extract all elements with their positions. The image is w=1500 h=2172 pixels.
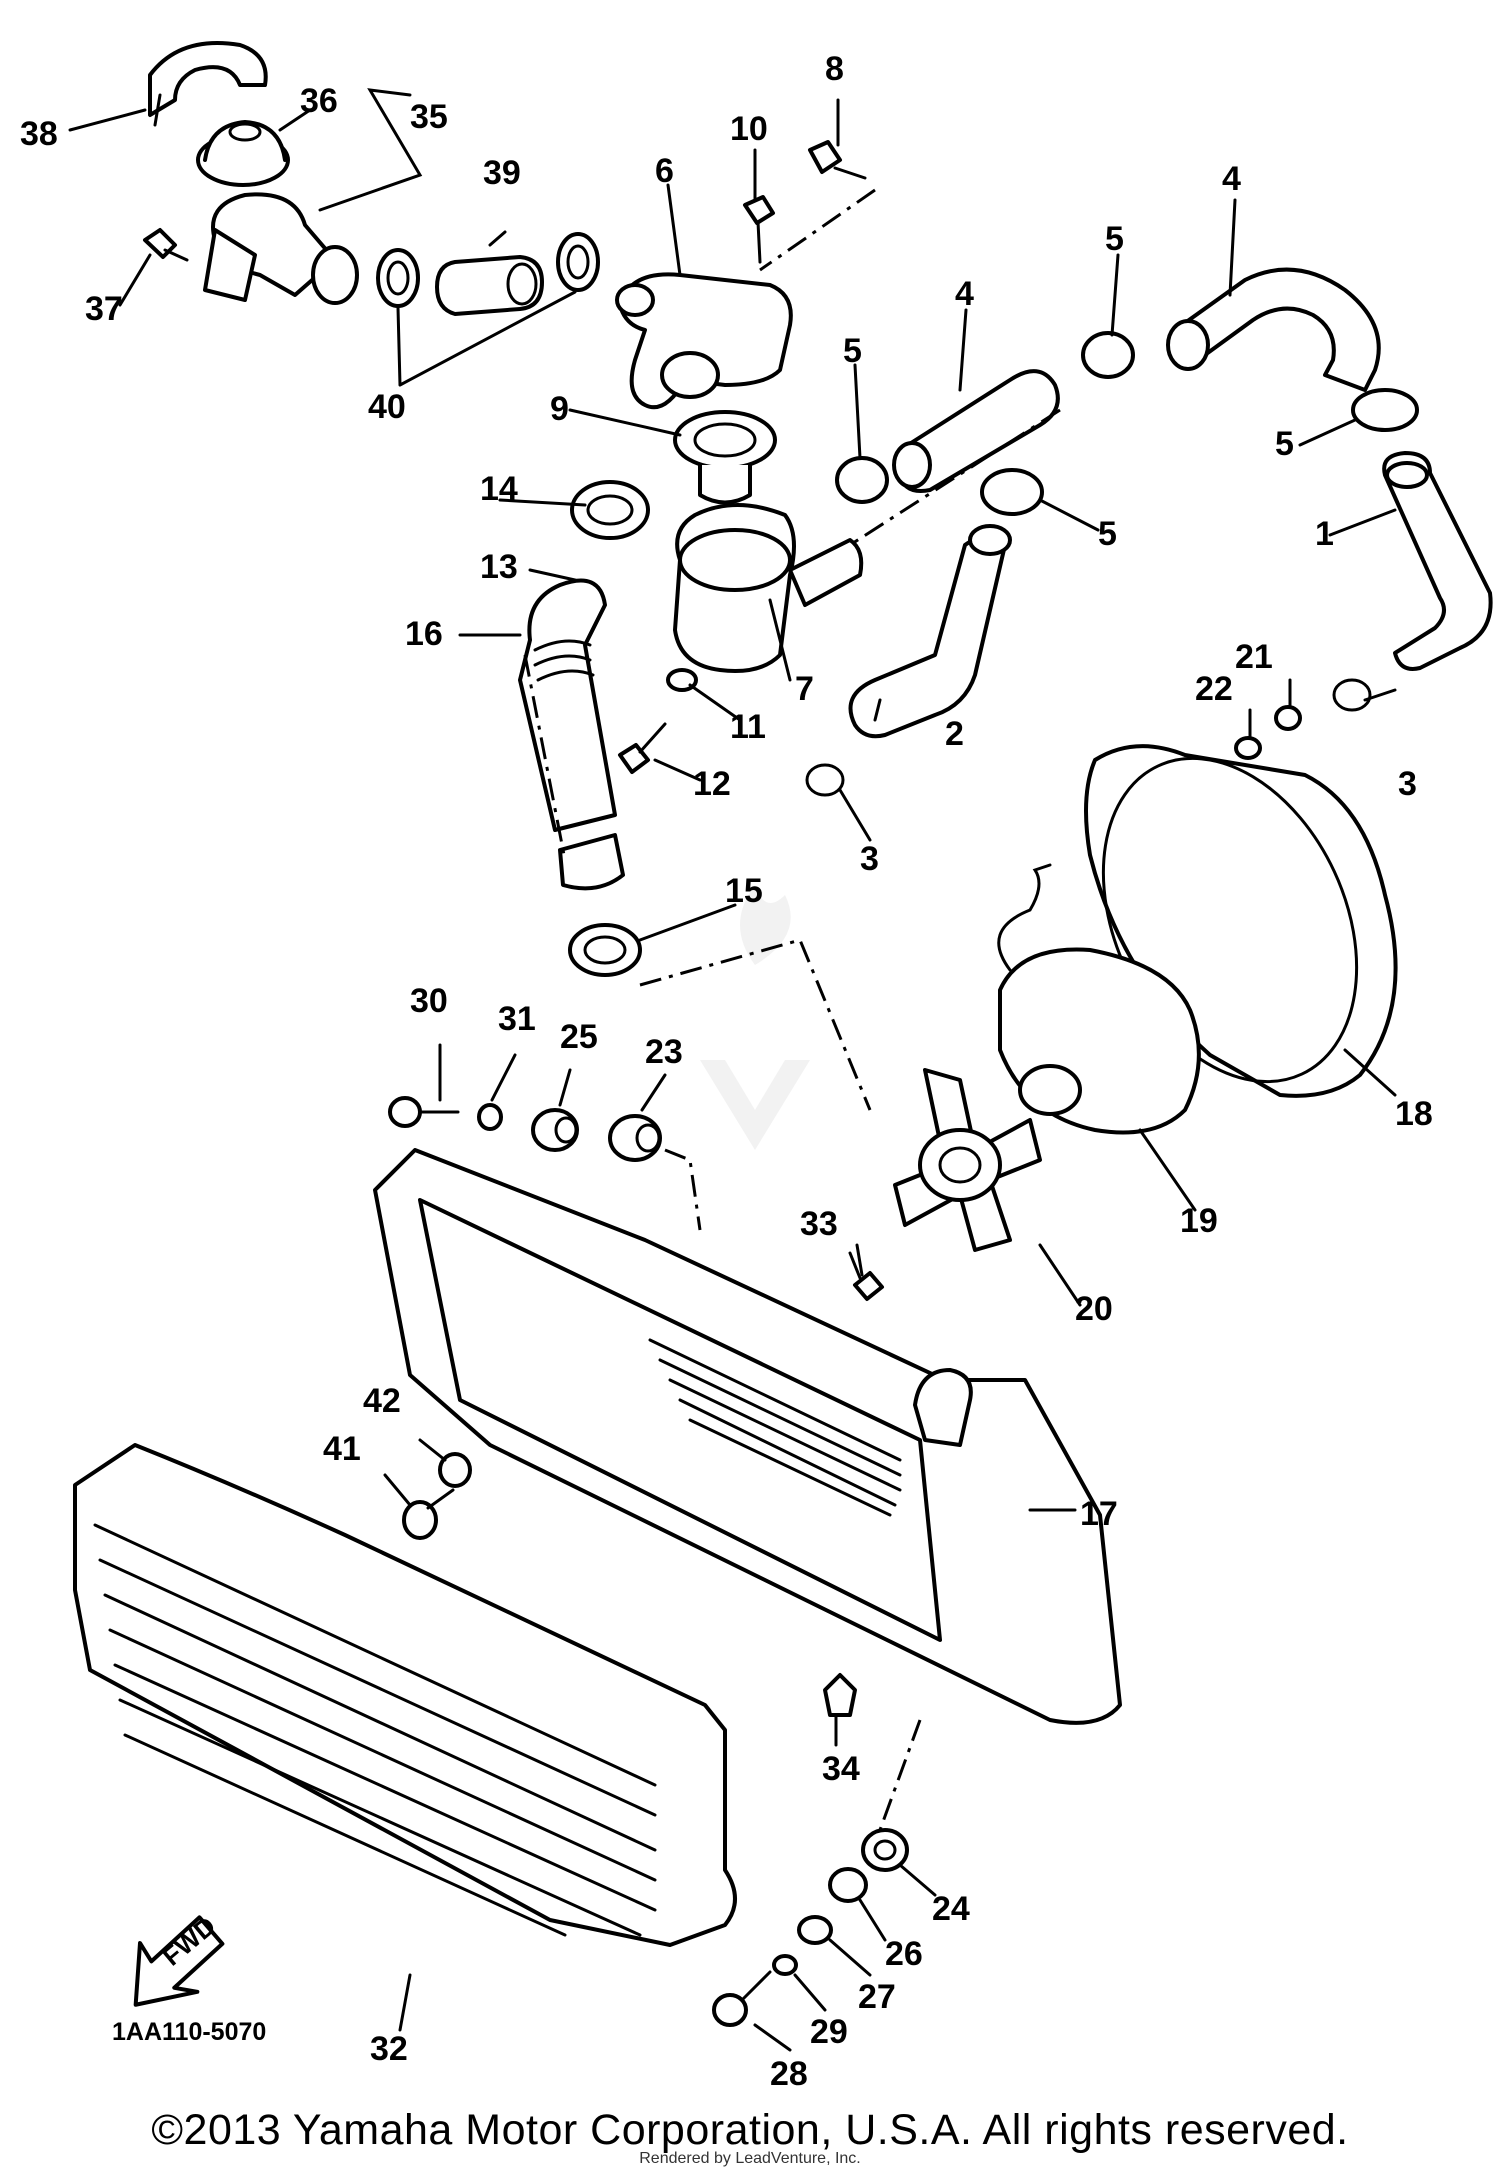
collar-34 (823, 1673, 857, 1717)
callout-29: 29 (810, 2013, 848, 2051)
callout-11: 11 (730, 708, 766, 746)
bolt-8 (808, 140, 867, 180)
washer-27 (797, 1915, 833, 1945)
thermostat (673, 410, 777, 505)
callout-3b: 3 (1398, 765, 1417, 803)
bolt-12 (618, 722, 667, 774)
callout-1: 1 (1315, 515, 1334, 553)
drawing-code: 1AA110-5070 (112, 2018, 266, 2046)
callout-5c: 5 (1098, 515, 1117, 553)
callout-27: 27 (858, 1978, 896, 2016)
callout-8: 8 (825, 50, 844, 88)
hose-4a (892, 369, 1060, 493)
callout-13: 13 (480, 548, 518, 586)
callout-6: 6 (655, 152, 674, 190)
copyright-notice: ©2013 Yamaha Motor Corporation, U.S.A. A… (151, 2106, 1349, 2154)
radiator (373, 1148, 1122, 1725)
callout-28: 28 (770, 2055, 808, 2093)
callout-24: 24 (932, 1890, 970, 1928)
hose-clamp-14 (570, 480, 650, 540)
forward-arrow-icon: FWD (133, 1911, 225, 2007)
fan-motor (997, 863, 1201, 1135)
callout-15: 15 (725, 872, 763, 910)
callout-21: 21 (1235, 638, 1273, 676)
hose-clamps-40 (376, 232, 600, 308)
callout-25: 25 (560, 1018, 598, 1056)
callout-4a: 4 (1222, 160, 1241, 198)
callout-7: 7 (795, 670, 814, 708)
callout-2: 2 (945, 715, 964, 753)
washer-22 (1234, 736, 1262, 760)
filler-neck (203, 192, 359, 305)
leader-lines (68, 88, 1397, 2052)
hose-4b (1166, 267, 1381, 392)
callout-10: 10 (730, 110, 768, 148)
callout-40: 40 (368, 388, 406, 426)
bolt-30 (388, 1096, 460, 1128)
bolt-10 (743, 195, 775, 264)
callout-32: 32 (370, 2030, 408, 2068)
callout-12: 12 (693, 765, 731, 803)
callout-18: 18 (1395, 1095, 1433, 1133)
callout-5b: 5 (843, 332, 862, 370)
thermostat-housing (673, 503, 864, 673)
collar-26 (828, 1867, 868, 1903)
callout-34: 34 (822, 1750, 860, 1788)
nut-42 (438, 1452, 472, 1488)
callout-42: 42 (363, 1382, 401, 1420)
callout-38: 38 (20, 115, 58, 153)
callout-5d: 5 (1275, 425, 1294, 463)
watermark-logo (700, 885, 810, 1150)
callout-35: 35 (410, 98, 448, 136)
callout-14: 14 (480, 470, 518, 508)
bolt-41 (402, 1488, 455, 1540)
callout-22: 22 (1195, 670, 1233, 708)
lower-hose-16 (518, 578, 625, 891)
callout-31: 31 (498, 1000, 536, 1038)
callout-30: 30 (410, 982, 448, 1020)
washer-29 (772, 1954, 798, 1976)
callout-26: 26 (885, 1935, 923, 1973)
radiator-grille (73, 1443, 737, 1947)
callout-5a: 5 (1105, 220, 1124, 258)
bolt-33 (848, 1251, 884, 1301)
callout-16: 16 (405, 615, 443, 653)
callout-4b: 4 (955, 275, 974, 313)
cap-cover (148, 41, 268, 127)
fan-shroud (1084, 744, 1398, 1098)
thermostat-cover (615, 272, 793, 410)
grommet-24 (861, 1828, 909, 1872)
callout-labels: 1 2 3 3 4 4 5 5 5 5 6 7 8 9 10 11 12 13 … (20, 50, 1433, 2093)
callout-17: 17 (1080, 1495, 1118, 1533)
callout-19: 19 (1180, 1202, 1218, 1240)
hose-39 (435, 255, 544, 316)
water-pipe-2 (848, 524, 1012, 739)
water-pipe-1 (1382, 451, 1493, 671)
callout-39: 39 (483, 154, 521, 192)
callout-23: 23 (645, 1033, 683, 1071)
grommet-23 (608, 1114, 662, 1162)
callout-36: 36 (300, 82, 338, 120)
bolt-28 (712, 1970, 772, 2027)
rendered-by-notice: Rendered by LeadVenture, Inc. (639, 2150, 861, 2167)
callout-3a: 3 (860, 840, 879, 878)
hose-clamps-5 (835, 331, 1419, 516)
callout-33: 33 (800, 1205, 838, 1243)
callout-41: 41 (323, 1430, 361, 1468)
bolt-21 (1274, 705, 1302, 731)
radiator-cap (196, 120, 290, 187)
callout-9: 9 (550, 390, 569, 428)
o-rings-3 (805, 678, 1372, 797)
callout-20: 20 (1075, 1290, 1113, 1328)
hose-clamp-15 (568, 923, 642, 977)
callout-37: 37 (85, 290, 123, 328)
nut-31 (477, 1103, 503, 1131)
grommet-25 (531, 1108, 579, 1152)
fan-blade (893, 1068, 1042, 1252)
bolt-37 (143, 228, 189, 262)
